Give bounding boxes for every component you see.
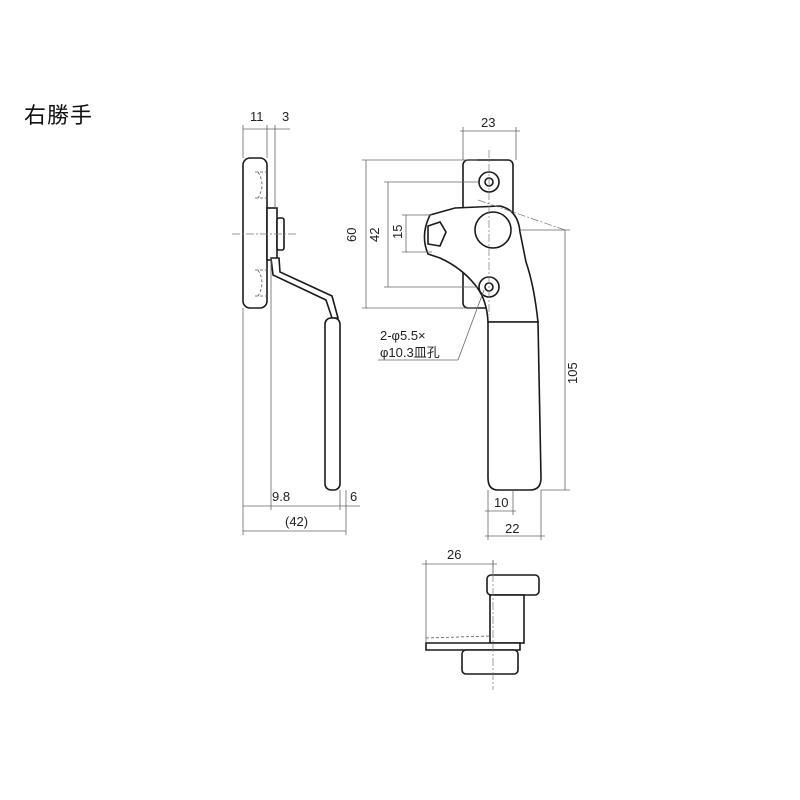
dim-front-10: 10: [494, 495, 508, 510]
front-hub: [474, 211, 512, 249]
side-view: 11 3 9.8 6 (42): [232, 109, 360, 535]
note-leader: [457, 289, 485, 361]
dim-side-3: 3: [282, 109, 289, 124]
side-hidden-hole-top: [255, 171, 268, 199]
note-line2: φ10.3皿孔: [380, 345, 440, 360]
top-cap: [486, 574, 540, 596]
dim-side-9-8: 9.8: [272, 489, 290, 504]
dim-front-22: 22: [505, 521, 519, 536]
top-view: 26: [422, 547, 540, 690]
side-arm: [270, 257, 340, 319]
dim-side-11: 11: [250, 109, 264, 124]
front-lever-tip: [427, 221, 447, 247]
front-centerline-h: [477, 199, 566, 231]
dim-front-42: 42: [367, 228, 382, 242]
dim-side-42: (42): [285, 514, 308, 529]
front-view: 23 60 42 15 105 10 22 2-φ5.5× φ10.3皿孔: [344, 115, 580, 540]
side-grip: [324, 317, 341, 491]
front-grip: [487, 321, 542, 491]
drawing-title: 右勝手: [24, 104, 94, 129]
dim-front-105: 105: [565, 362, 580, 384]
top-shaft: [489, 594, 525, 644]
note-line1: 2-φ5.5×: [380, 328, 426, 343]
side-base-plate: [242, 157, 268, 309]
dim-front-15: 15: [390, 225, 405, 239]
dim-front-60: 60: [344, 228, 359, 242]
dim-side-6: 6: [350, 489, 357, 504]
side-hidden-hole-bottom: [255, 269, 268, 297]
top-base-knob: [461, 649, 519, 675]
top-plate: [425, 642, 521, 651]
dim-front-23: 23: [481, 115, 495, 130]
dim-top-26: 26: [447, 547, 461, 562]
